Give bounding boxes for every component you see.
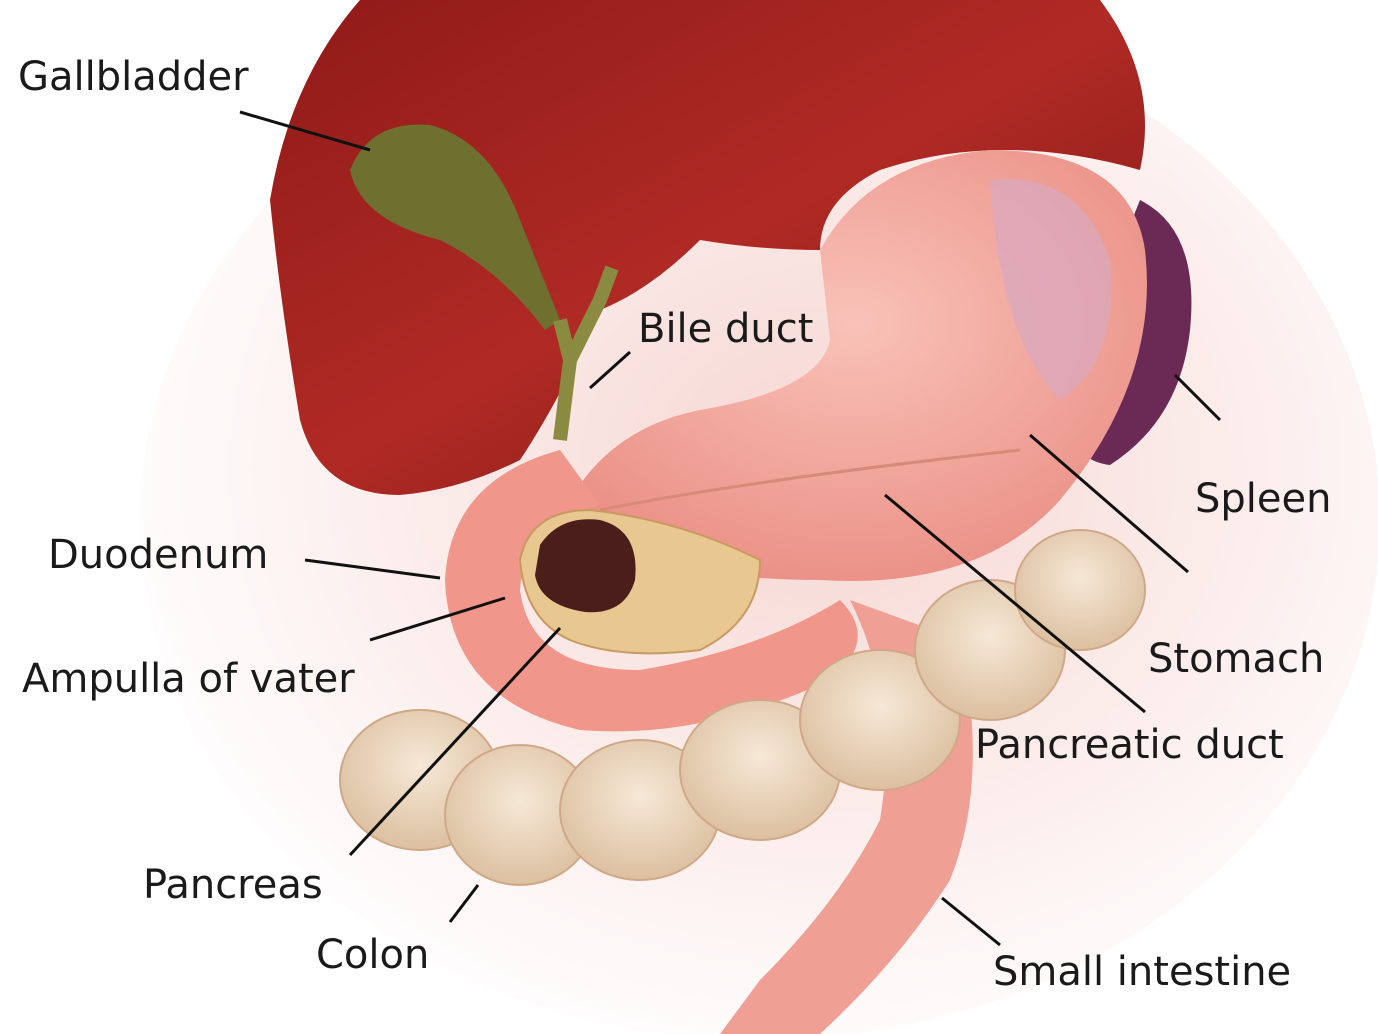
leader-lines [239,110,1222,947]
leader-spleen [1173,373,1222,422]
leader-pancreatic-duct [884,493,1146,714]
tumor-shape [535,519,636,613]
leader-gallbladder [239,110,371,152]
leader-ampulla [369,596,506,642]
leader-stomach [1029,433,1189,574]
leader-duodenum [304,558,441,580]
liver-shape [270,0,1145,495]
colon-shape [339,529,1146,886]
label-ampulla: Ampulla of vater [22,656,355,702]
pancreatic-duct-shape [599,448,1021,512]
label-colon: Colon [316,932,429,978]
label-stomach: Stomach [1148,636,1324,682]
leader-colon [448,884,480,923]
label-spleen: Spleen [1195,476,1331,522]
bile-duct-shape [553,265,619,441]
leader-bile-duct [588,350,632,390]
gallbladder-shape [350,124,560,330]
label-duodenum: Duodenum [48,532,268,578]
label-small-intestine: Small intestine [993,949,1291,995]
label-gallbladder: Gallbladder [18,54,249,100]
label-pancreas: Pancreas [143,862,323,908]
stomach-fundus-shape [990,179,1112,400]
leader-small-intestine [941,896,1001,947]
label-bile-duct: Bile duct [638,306,813,352]
leader-pancreas [348,626,562,857]
label-pancreatic-duct: Pancreatic duct [975,722,1284,768]
